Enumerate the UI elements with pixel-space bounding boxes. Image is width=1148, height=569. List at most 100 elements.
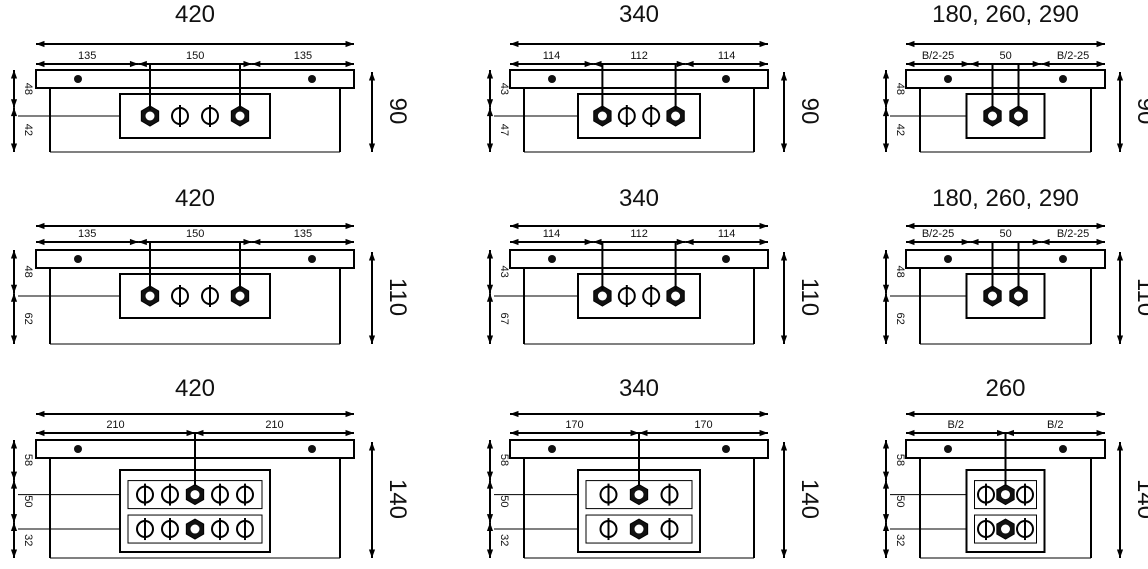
vertical-dimension-arrowhead: [882, 284, 890, 294]
vertical-dimension-arrowhead: [486, 143, 494, 152]
valve-fitting-icon: [236, 518, 254, 541]
overall-width-dimension-arrowhead: [36, 410, 45, 418]
segment-dimension-arrowhead: [685, 238, 694, 246]
valve-fitting-icon: [617, 105, 636, 127]
vertical-dimension-arrowhead: [10, 335, 18, 344]
vertical-dimension-label: 42: [22, 124, 34, 136]
segment-dimension-arrowhead: [345, 238, 354, 246]
fixing-hole: [1059, 255, 1067, 263]
segment-dimension-arrowhead: [129, 238, 139, 246]
overall-height-dimension-arrowhead: [1116, 335, 1124, 344]
segment-dimension-arrowhead: [584, 60, 594, 68]
fixing-hole: [548, 255, 556, 263]
valve-fitting-icon: [201, 285, 219, 307]
overall-width-dimension-arrowhead: [759, 222, 768, 230]
valve-fitting-icon: [977, 518, 995, 541]
valve-fitting-icon: [599, 518, 618, 541]
segment-label: B/2: [1047, 419, 1064, 431]
segment-label: 170: [565, 419, 583, 431]
vertical-dimension-arrowhead: [10, 440, 18, 449]
vertical-dimension-arrowhead: [882, 293, 890, 302]
vertical-dimension-arrowhead: [882, 99, 890, 108]
segment-dimension-arrowhead: [593, 238, 602, 246]
hex-nut-icon: [983, 105, 1002, 127]
overall-width-dimension-arrowhead: [1096, 40, 1105, 48]
segment-dimension-arrowhead: [906, 429, 915, 437]
vertical-dimension-arrowhead: [10, 522, 18, 532]
connection-block: [965, 273, 1046, 319]
hex-nut-icon: [996, 518, 1015, 540]
overall-height-dimension-arrowhead: [780, 442, 788, 451]
overall-width-label: 180, 260, 290: [932, 1, 1079, 28]
segment-label: 112: [630, 50, 648, 62]
overall-width-dimension-arrowhead: [1096, 222, 1105, 230]
segment-dimension-arrowhead: [906, 60, 915, 68]
segment-dimension-arrowhead: [676, 60, 686, 68]
segment-dimension-arrowhead: [676, 238, 686, 246]
hex-nut-icon: [140, 105, 160, 127]
overall-width-label: 340: [619, 1, 659, 28]
segment-dimension-arrowhead: [510, 60, 519, 68]
vertical-dimension-label: 58: [22, 454, 34, 466]
fixing-hole: [308, 75, 316, 83]
top-flange: [35, 69, 355, 89]
vertical-dimension-label: 67: [498, 312, 510, 324]
manifold-strip: [127, 514, 263, 544]
valve-fitting-icon: [136, 483, 154, 506]
valve-fitting-icon: [161, 518, 179, 541]
vertical-dimension-arrowhead: [882, 522, 890, 532]
overall-width-dimension-arrowhead: [759, 40, 768, 48]
vertical-dimension-label: 43: [498, 265, 510, 277]
vertical-dimension-label: 50: [22, 495, 34, 507]
manifold-strip: [585, 514, 693, 544]
hex-nut-icon: [230, 105, 250, 127]
hex-nut-icon: [185, 484, 205, 506]
overall-width-dimension-arrowhead: [1096, 410, 1105, 418]
fixing-hole: [722, 75, 730, 83]
valve-fitting-icon: [642, 285, 661, 307]
vertical-dimension-label: 48: [894, 83, 906, 95]
segment-dimension-arrowhead: [345, 429, 354, 437]
vertical-dimension-label: 50: [498, 495, 510, 507]
overall-width-dimension-arrowhead: [906, 222, 915, 230]
top-flange: [905, 69, 1106, 89]
valve-fitting-icon: [236, 483, 254, 506]
segment-dimension-arrowhead: [1032, 238, 1042, 246]
segment-dimension-arrowhead: [961, 60, 971, 68]
hex-nut-icon: [230, 285, 250, 307]
vertical-dimension-arrowhead: [486, 514, 494, 523]
top-flange: [509, 249, 769, 269]
top-flange: [509, 69, 769, 89]
valve-fitting-icon: [211, 518, 229, 541]
vertical-dimension-arrowhead: [882, 335, 890, 344]
segment-dimension-arrowhead: [593, 60, 602, 68]
segment-label: 114: [543, 50, 561, 62]
segment-label: 50: [999, 50, 1011, 62]
fixing-hole: [548, 445, 556, 453]
hex-nut-icon: [185, 518, 205, 540]
overall-width-dimension-arrowhead: [345, 222, 354, 230]
overall-height-dimension-arrowhead: [368, 549, 376, 558]
overall-width-label: 340: [619, 185, 659, 212]
fixing-hole: [74, 75, 82, 83]
overall-height-dimension-arrowhead: [1116, 252, 1124, 261]
vertical-dimension-label: 32: [498, 534, 510, 546]
segment-label: 114: [718, 50, 736, 62]
segment-label: B/2-25: [1057, 228, 1089, 240]
segment-label: 114: [718, 228, 736, 240]
vertical-dimension-label: 48: [22, 265, 34, 277]
vertical-dimension-arrowhead: [10, 293, 18, 302]
vertical-dimension-arrowhead: [10, 250, 18, 259]
hex-nut-icon: [666, 105, 685, 127]
segment-dimension-arrowhead: [510, 429, 519, 437]
vertical-dimension-label: 42: [894, 124, 906, 136]
hex-nut-icon: [593, 105, 612, 127]
valve-fitting-icon: [171, 105, 189, 127]
valve-fitting-icon: [660, 518, 679, 541]
segment-dimension-arrowhead: [186, 429, 195, 437]
overall-height-dimension-arrowhead: [780, 252, 788, 261]
vertical-dimension-arrowhead: [486, 293, 494, 302]
vertical-dimension-label: 62: [22, 312, 34, 324]
segment-dimension-arrowhead: [997, 429, 1006, 437]
overall-height-dimension-arrowhead: [368, 335, 376, 344]
